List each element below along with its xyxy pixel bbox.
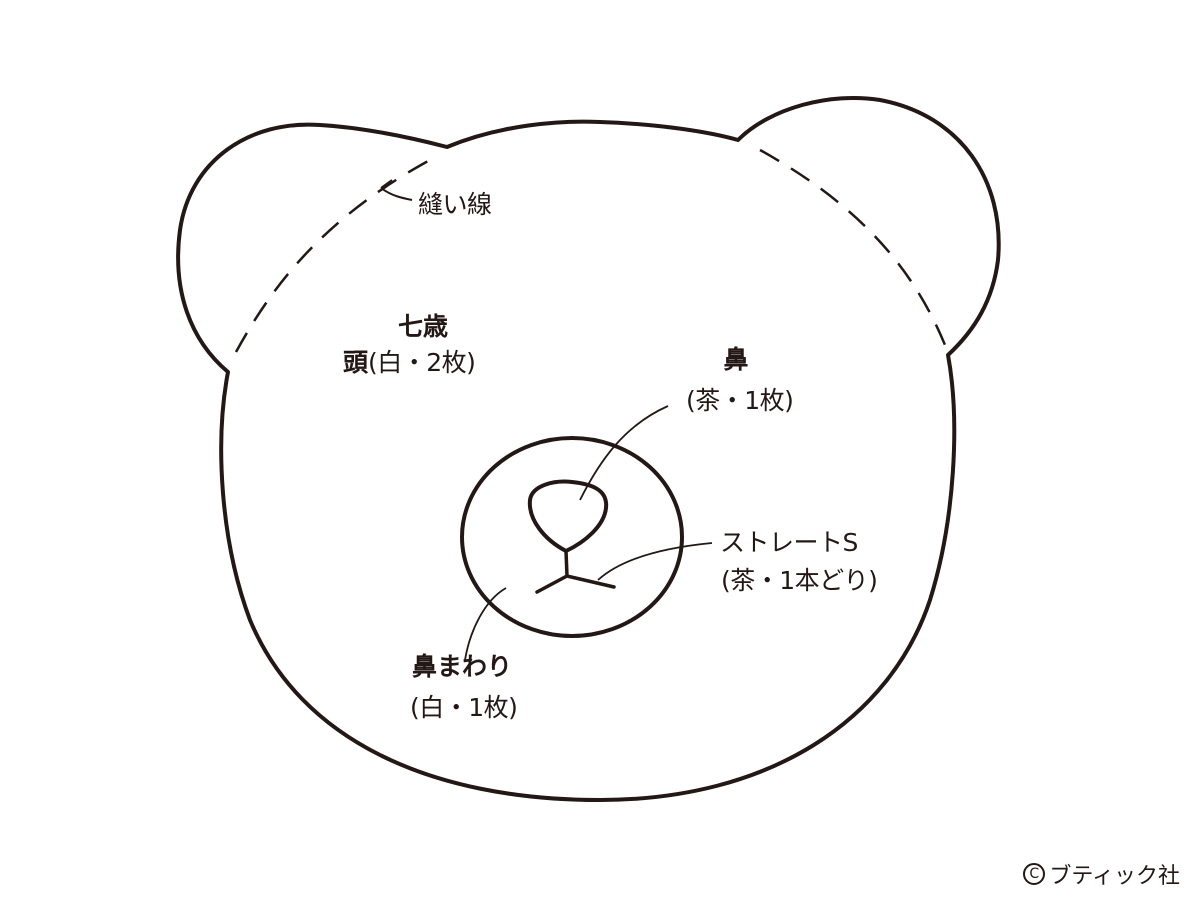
head-label: 頭(白・2枚)	[343, 348, 476, 378]
muzzle-spec-label: (白・1枚)	[410, 693, 518, 722]
mouth-stitch	[535, 549, 616, 594]
muzzle-outline	[460, 436, 684, 638]
stitch-name-label: ストレートS	[720, 528, 858, 557]
copyright-notice: C ブティック社	[1023, 858, 1180, 890]
head-title-label: 七歳	[397, 312, 448, 341]
stitch-leader	[597, 542, 713, 581]
nose-outline	[527, 479, 609, 554]
copyright-icon: C	[1023, 863, 1046, 885]
seam-line-label: 縫い線	[418, 190, 492, 219]
muzzle-leader	[464, 587, 507, 661]
publisher-name: ブティック社	[1049, 864, 1180, 889]
stitch-spec-label: (茶・1本どり)	[721, 566, 878, 595]
nose-name-label: 鼻	[723, 345, 749, 374]
seam-line-right	[759, 148, 947, 346]
nose-spec-label: (茶・1枚)	[686, 386, 794, 415]
seam-leader	[380, 179, 413, 201]
head-outline	[176, 95, 1001, 802]
head-name: 頭	[343, 348, 369, 377]
nose-leader	[579, 405, 669, 501]
muzzle-name-label: 鼻まわり	[412, 652, 513, 681]
head-spec: (白・2枚)	[368, 348, 476, 377]
seam-line-left	[234, 158, 431, 353]
